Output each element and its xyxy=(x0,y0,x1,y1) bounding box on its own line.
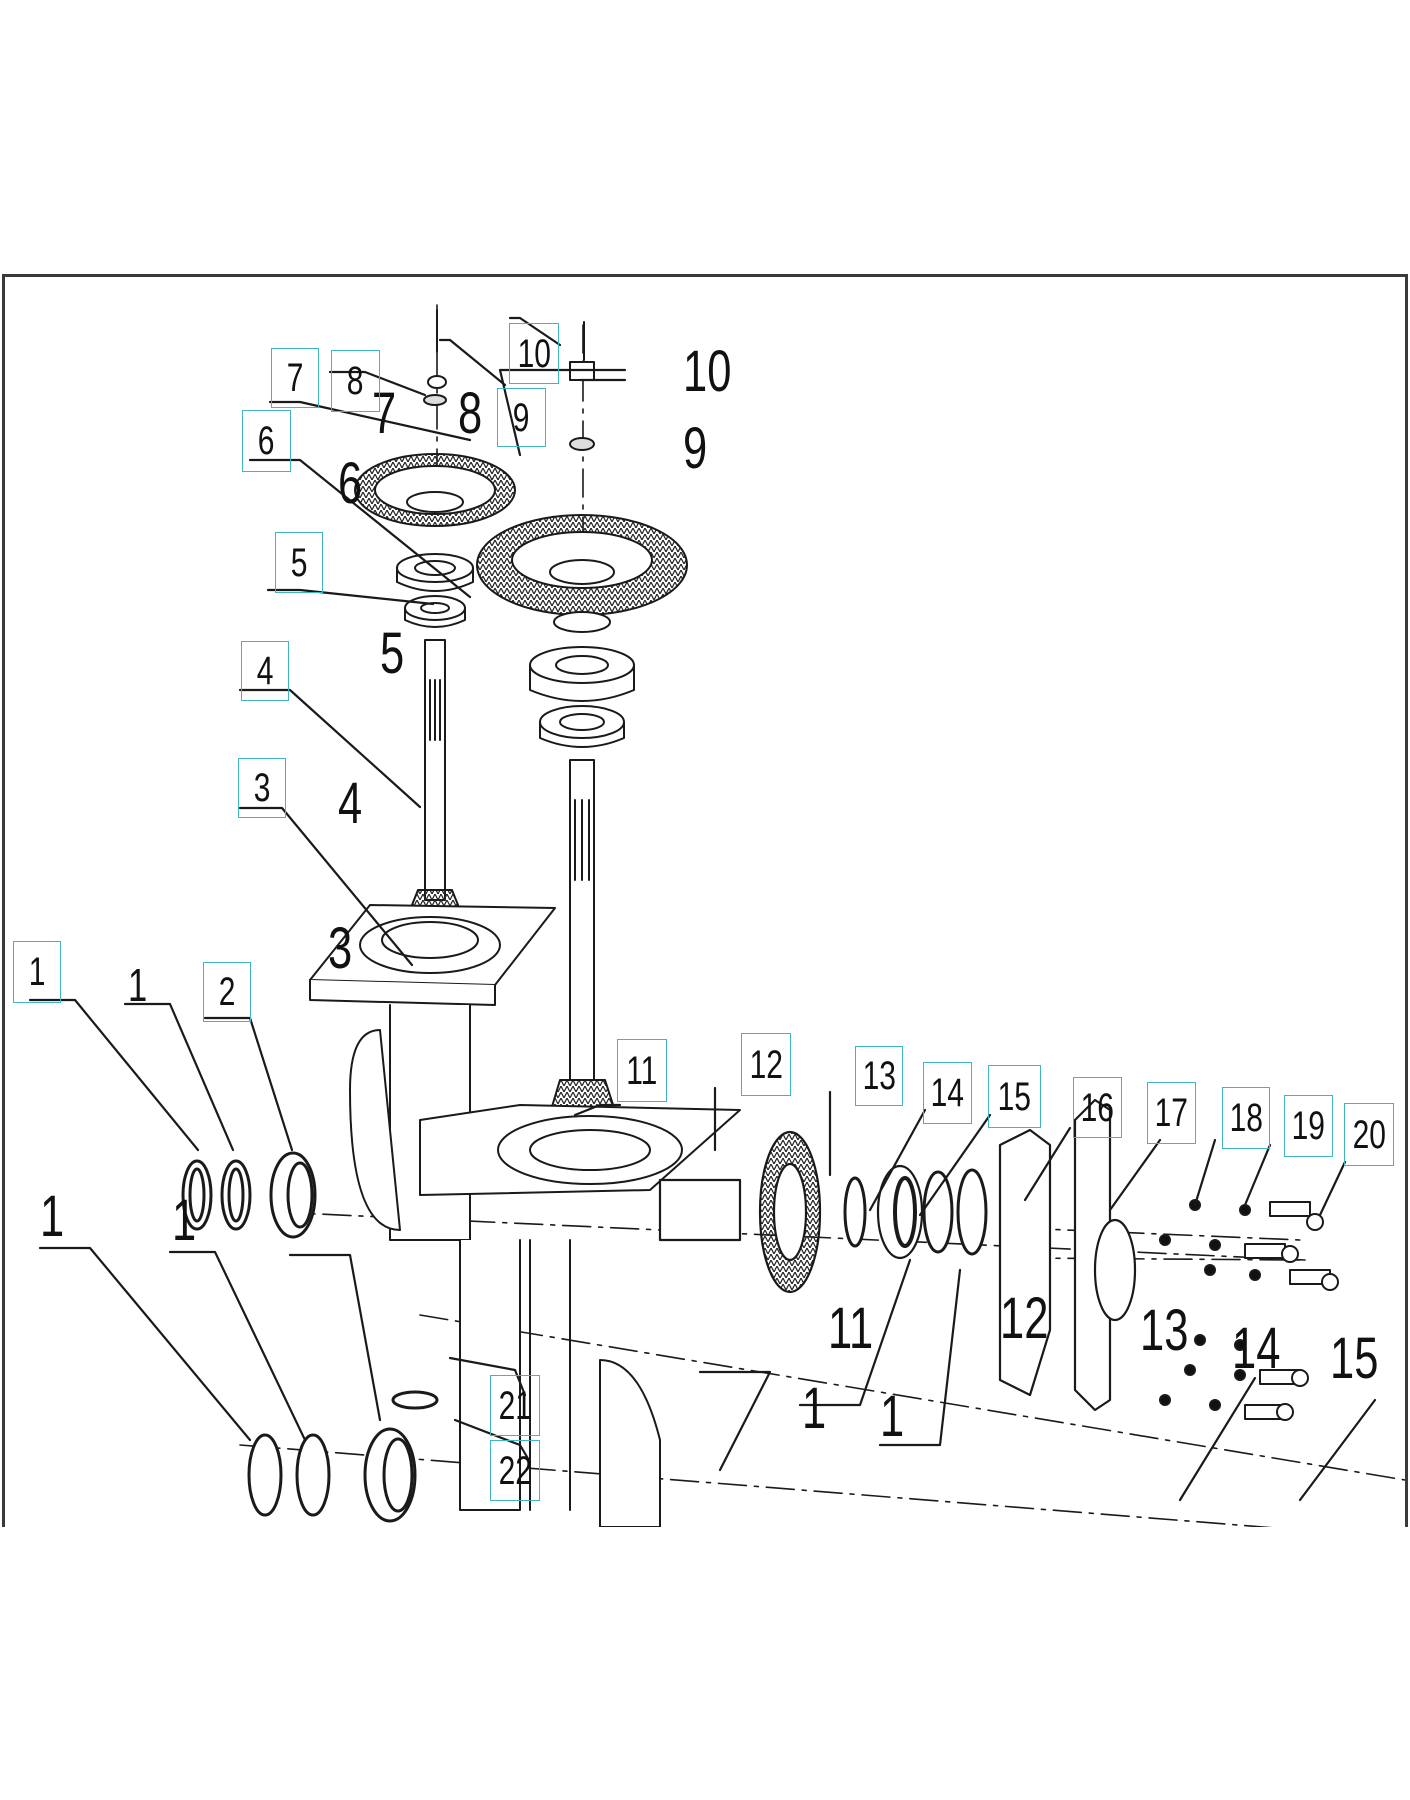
callout-17[interactable]: 17 xyxy=(1147,1082,1196,1144)
callout-1[interactable]: 1 xyxy=(13,941,61,1003)
callout-6[interactable]: 6 xyxy=(242,410,291,472)
callout-2[interactable]: 2 xyxy=(203,962,251,1022)
left-gear-assembly xyxy=(354,309,516,916)
callout-13[interactable]: 13 xyxy=(855,1046,903,1106)
drawing-label-13: 13 xyxy=(1140,1298,1189,1363)
callout-9[interactable]: 9 xyxy=(497,388,546,447)
drawing-label-1-bottom-a: 1 xyxy=(802,1376,827,1441)
callout-4[interactable]: 4 xyxy=(241,641,289,701)
drawing-label-5: 5 xyxy=(380,621,405,686)
callout-16[interactable]: 16 xyxy=(1073,1077,1122,1138)
drawing-label-7: 7 xyxy=(372,381,397,446)
callout-21[interactable]: 21 xyxy=(490,1375,540,1436)
callout-8[interactable]: 8 xyxy=(331,350,380,412)
bolts xyxy=(1159,1199,1339,1421)
callout-10[interactable]: 10 xyxy=(509,323,559,384)
callout-19[interactable]: 19 xyxy=(1284,1095,1333,1157)
drawing-label-15: 15 xyxy=(1330,1326,1379,1391)
drawing-label-1-bottom-b: 1 xyxy=(880,1384,905,1449)
left-seals-bearings xyxy=(181,1151,439,1523)
drawing-label-4: 4 xyxy=(338,771,363,836)
callout-22[interactable]: 22 xyxy=(490,1440,540,1501)
drawing-label-1-small: 1 xyxy=(128,959,148,1011)
callout-15[interactable]: 15 xyxy=(988,1065,1041,1128)
drawing-label-10: 10 xyxy=(683,339,732,404)
callout-5[interactable]: 5 xyxy=(275,532,323,593)
diagram-frame xyxy=(2,274,1408,1527)
drawing-label-6: 6 xyxy=(338,451,363,516)
drawing-label-14: 14 xyxy=(1232,1316,1281,1381)
callout-11[interactable]: 11 xyxy=(617,1039,667,1102)
drawing-label-3: 3 xyxy=(328,916,353,981)
callout-3[interactable]: 3 xyxy=(238,758,286,818)
right-gear-assembly xyxy=(476,321,688,1121)
drawing-label-11: 11 xyxy=(828,1296,874,1361)
drawing-label-12: 12 xyxy=(1000,1286,1049,1351)
callout-20[interactable]: 20 xyxy=(1344,1103,1394,1166)
right-side-parts xyxy=(658,1098,1137,1412)
callout-14[interactable]: 14 xyxy=(923,1062,972,1124)
callout-12[interactable]: 12 xyxy=(741,1033,791,1096)
gearbox-housing xyxy=(309,904,741,1527)
drawing-label-1-large-2: 1 xyxy=(172,1188,197,1253)
callout-18[interactable]: 18 xyxy=(1222,1087,1270,1149)
callout-7[interactable]: 7 xyxy=(271,348,319,408)
leader-lines xyxy=(28,316,1377,1502)
drawing-label-1-large: 1 xyxy=(40,1184,65,1249)
drawing-label-8: 8 xyxy=(458,381,483,446)
drawing-label-9: 9 xyxy=(683,416,708,481)
